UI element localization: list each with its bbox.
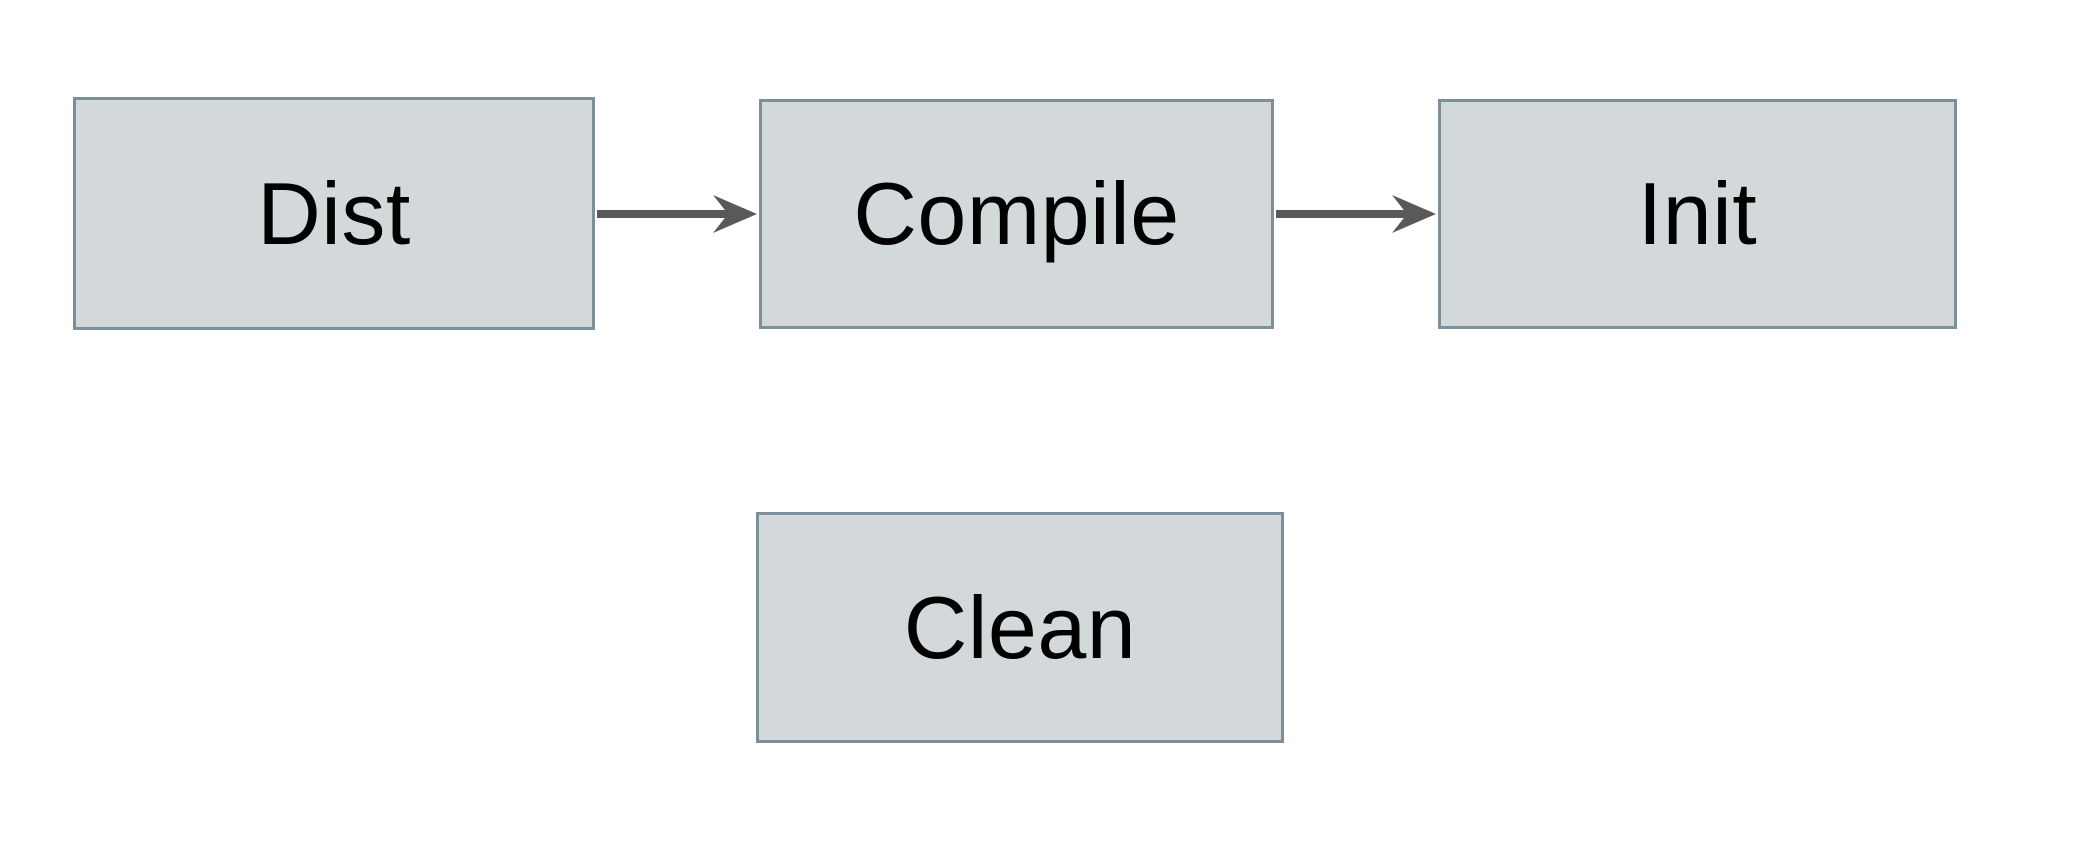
node-init[interactable]: Init	[1438, 99, 1957, 329]
arrow-compile-to-init-icon	[1276, 195, 1436, 233]
node-dist-label: Dist	[257, 163, 411, 263]
node-dist[interactable]: Dist	[73, 97, 595, 330]
node-clean[interactable]: Clean	[756, 512, 1284, 743]
node-compile[interactable]: Compile	[759, 99, 1274, 329]
node-compile-label: Compile	[853, 164, 1180, 263]
arrow-dist-to-compile-icon	[597, 195, 757, 233]
node-init-label: Init	[1637, 164, 1758, 263]
node-clean-label: Clean	[903, 577, 1137, 677]
